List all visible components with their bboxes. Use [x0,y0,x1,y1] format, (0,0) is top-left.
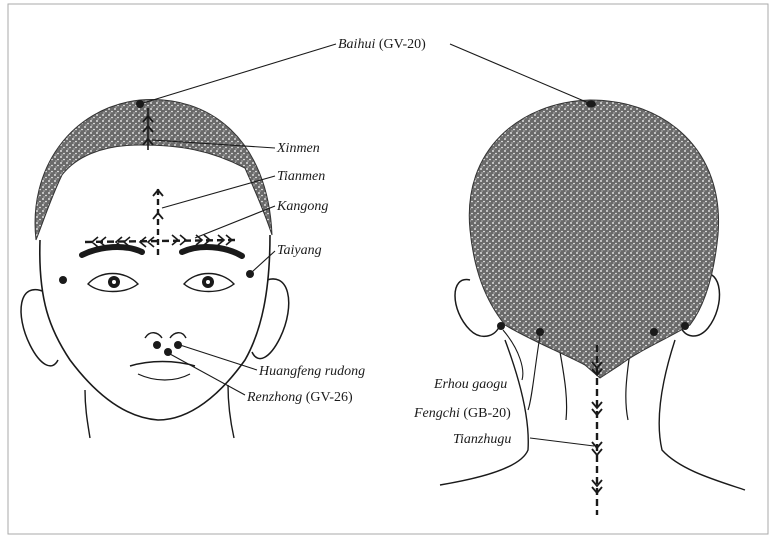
baihui-leader-back [450,44,591,104]
erhou-point-left [497,322,505,330]
baihui-leader-front [140,44,336,104]
neck-right [228,385,234,438]
back-head [440,100,745,515]
fengchi-point-right [650,328,658,336]
renzhong-label: Renzhong (GV-26) [246,390,353,405]
fengchi-point-left [536,328,544,336]
fengchi-label: Fengchi (GB-20) [413,406,511,421]
tianzhugu-label: Tianzhugu [453,432,511,447]
back-neck-right [659,340,745,490]
baihui-label: Baihui (GV-20) [338,37,426,52]
erhou-leader [503,330,523,380]
huangfeng-label: Huangfeng rudong [258,364,365,379]
tianmen-label: Tianmen [277,169,325,184]
taiyang-point-left [59,276,67,284]
erhou-point-right [681,322,689,330]
taiyang-label: Taiyang [277,243,322,258]
tianzhugu-leader [530,438,594,446]
neck-left [85,390,90,438]
kangong-label: Kangong [276,199,328,214]
kangong-leader [195,206,275,238]
xinmen-label: Xinmen [276,141,320,156]
fengchi-leader [528,336,540,410]
back-hair [469,100,718,378]
face-outline [40,235,270,420]
huangfeng-point-left [153,341,161,349]
front-head [21,99,289,438]
erhou-label: Erhou gaogu [433,377,507,392]
